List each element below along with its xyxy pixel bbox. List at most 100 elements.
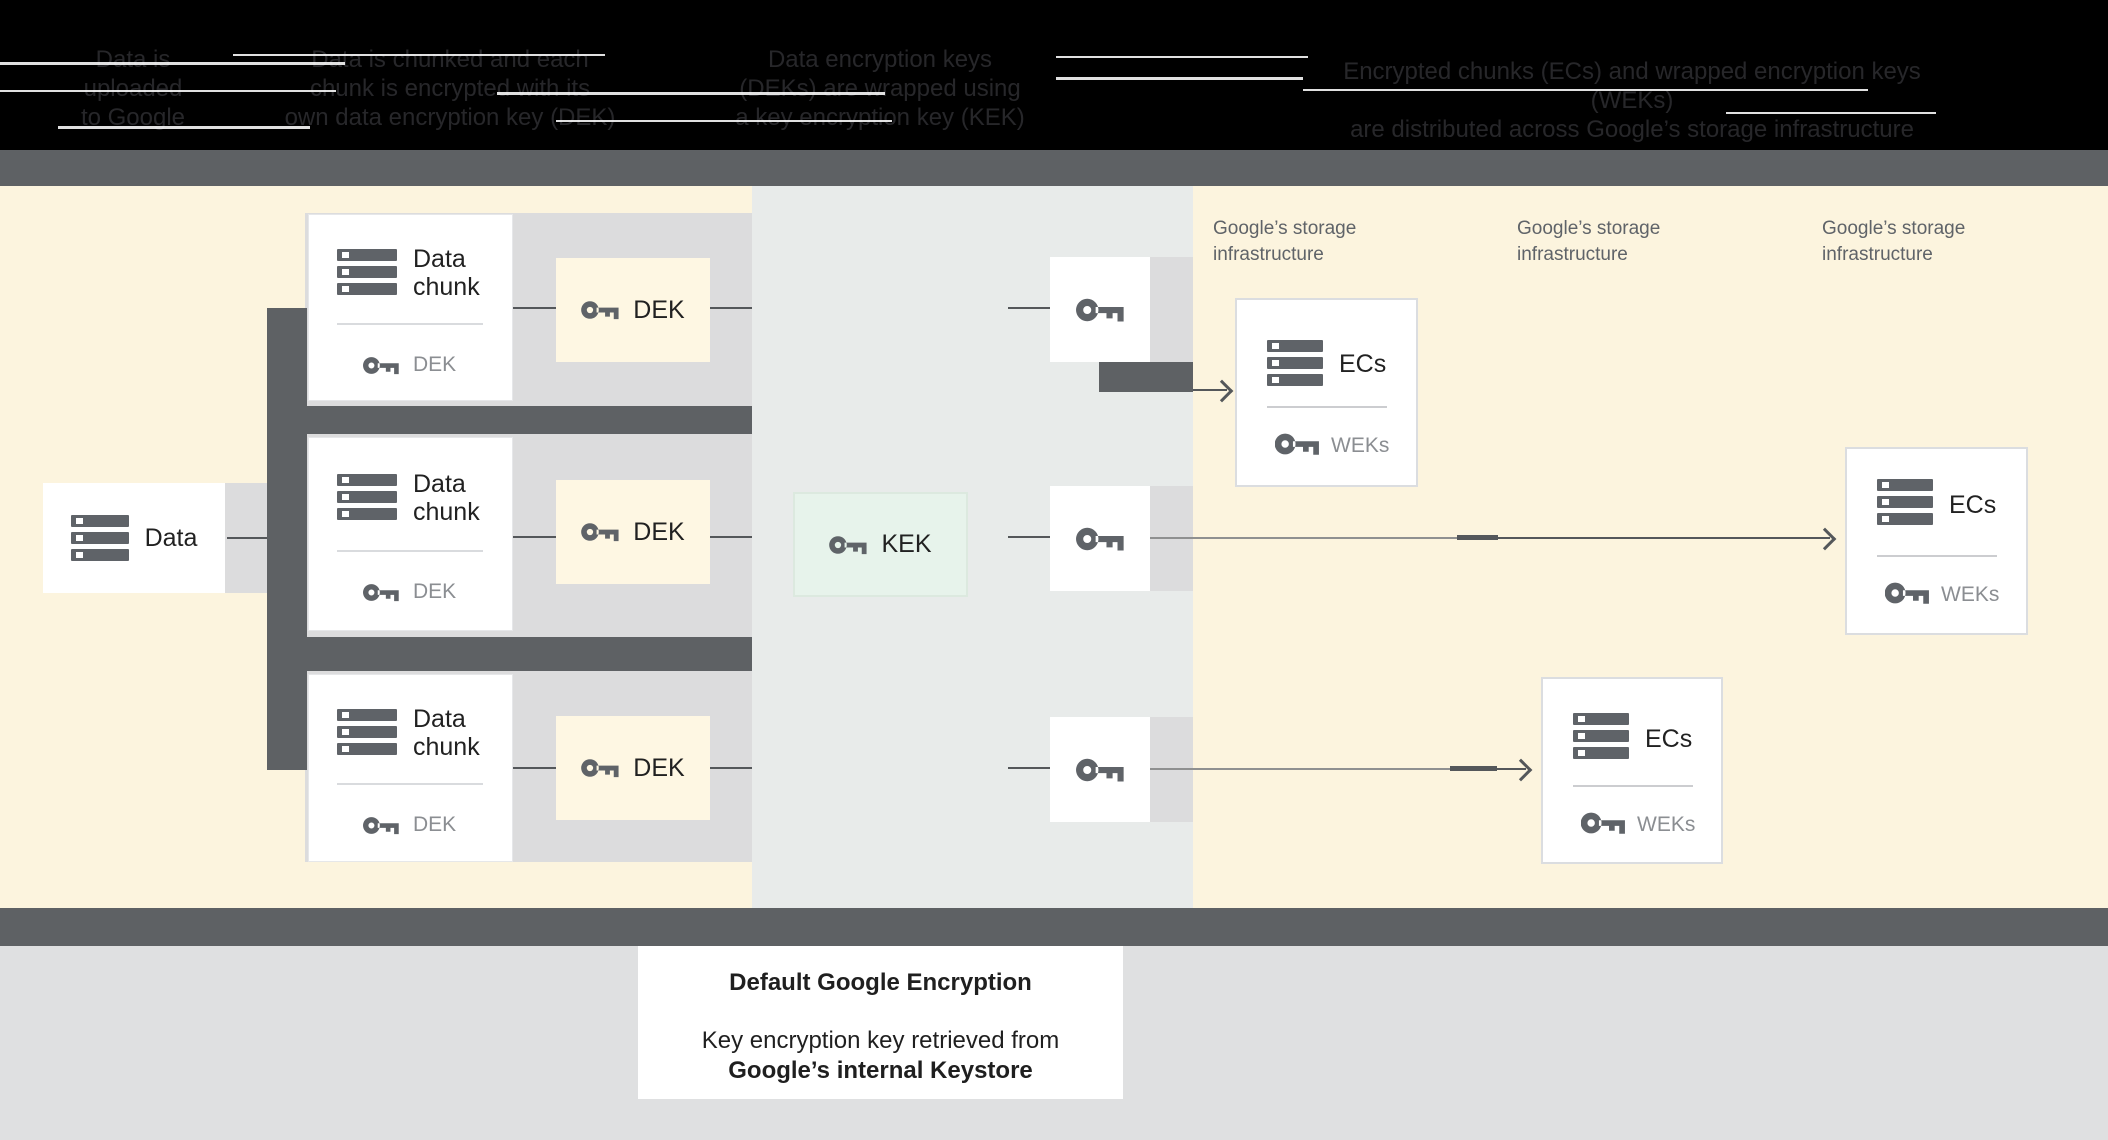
dek-box-1: DEK — [556, 258, 710, 362]
data-chunk-box-2: Data chunk DEK — [308, 437, 513, 631]
box-divider — [337, 783, 483, 785]
redaction-streak — [0, 62, 345, 65]
redacted-header: Data is uploaded to Google Data is chunk… — [0, 0, 2108, 150]
vertical-connector-band — [267, 308, 307, 770]
dek-box-3: DEK — [556, 716, 710, 820]
line-chunk2-dek2 — [513, 536, 556, 538]
caption-line: own data encryption key (DEK) — [284, 104, 616, 131]
line-chunk3-dek3 — [513, 767, 556, 769]
data-chunk-label: Data chunk — [413, 245, 480, 301]
arrow-line-to-ecs3-b — [1497, 768, 1526, 770]
kek-box: KEK — [793, 492, 968, 597]
caption-line: Data is chunked and each — [311, 46, 589, 73]
bottom-separator-bar — [0, 908, 2108, 946]
arrow-thick-segment-row2 — [1457, 535, 1498, 540]
key-icon — [1076, 758, 1124, 782]
dek-small-label: DEK — [413, 580, 457, 603]
arrow-line-to-ecs3-a — [1150, 768, 1450, 770]
box-divider — [1267, 406, 1387, 408]
arrow-line-to-ecs2-a — [1150, 537, 1457, 539]
caption-chunking: Data is chunked and each chunk is encryp… — [280, 45, 620, 132]
caption-distribution: Encrypted chunks (ECs) and wrapped encry… — [1302, 57, 1962, 144]
key-icon — [1076, 527, 1124, 551]
data-chunk-label: Data chunk — [413, 705, 480, 761]
redaction-streak — [556, 120, 892, 122]
dek-box-label: DEK — [633, 517, 685, 546]
top-separator-bar — [0, 150, 2108, 186]
footer-caption-box: Default Google Encryption Key encryption… — [638, 946, 1123, 1099]
arrow-thick-segment-row3 — [1450, 766, 1497, 771]
caption-line: Encrypted chunks (ECs) and wrapped encry… — [1343, 58, 1921, 114]
redaction-streak — [497, 92, 885, 95]
box-divider — [1877, 555, 1997, 557]
ecs-label: ECs — [1949, 491, 1997, 519]
dek-small-label: DEK — [413, 353, 457, 376]
database-icon — [337, 709, 397, 755]
horizontal-connector-band-2 — [305, 637, 752, 671]
wrap-key-box-3 — [1050, 717, 1150, 822]
key-icon — [581, 523, 619, 542]
arrow-line-to-ecs1 — [1193, 389, 1227, 391]
ecs-box-3: ECs WEKs — [1541, 677, 1723, 864]
ecs-label: ECs — [1339, 350, 1387, 378]
wrap-key-box-1 — [1050, 257, 1150, 362]
key-icon — [581, 759, 619, 778]
key-icon — [363, 357, 399, 375]
caption-line: are distributed across Google’s storage … — [1350, 116, 1914, 143]
redaction-streak — [0, 90, 336, 92]
key-icon — [581, 301, 619, 320]
weks-label: WEKs — [1637, 813, 1696, 836]
key-icon — [363, 584, 399, 602]
redaction-streak — [58, 126, 310, 129]
database-icon — [1267, 340, 1323, 386]
ecs-box-1: ECs WEKs — [1235, 298, 1418, 487]
redaction-streak — [1056, 56, 1308, 58]
line-data-to-band — [227, 537, 267, 539]
data-box-label: Data — [144, 523, 198, 552]
key-icon — [1581, 812, 1625, 834]
dek-box-label: DEK — [633, 753, 685, 782]
caption-line: a key encryption key (KEK) — [735, 104, 1025, 131]
line-into-keybox1 — [1008, 307, 1050, 309]
keybox1-gray-strip — [1150, 257, 1193, 362]
footer-line-1: Key encryption key retrieved from — [701, 1027, 1060, 1054]
database-icon — [70, 515, 129, 561]
dek-box-label: DEK — [633, 295, 685, 324]
footer-title: Default Google Encryption — [729, 969, 1032, 996]
weks-label: WEKs — [1331, 434, 1390, 457]
database-icon — [337, 249, 397, 295]
key-icon — [1885, 582, 1929, 604]
weks-label: WEKs — [1941, 583, 2000, 606]
key-icon — [1076, 298, 1124, 322]
caption-line: uploaded — [83, 75, 183, 102]
key-icon — [1275, 433, 1319, 455]
ecs-box-2: ECs WEKs — [1845, 447, 2028, 635]
line-dek1-column — [710, 307, 752, 309]
arrow-line-to-ecs2-b — [1498, 537, 1830, 539]
line-chunk1-dek1 — [513, 307, 556, 309]
dek-box-2: DEK — [556, 480, 710, 584]
kek-box-label: KEK — [881, 530, 932, 558]
line-into-keybox3 — [1008, 767, 1050, 769]
database-icon — [1877, 479, 1933, 525]
redaction-streak — [1056, 77, 1303, 80]
line-dek3-column — [710, 767, 752, 769]
key-icon — [363, 817, 399, 835]
box-divider — [337, 323, 483, 325]
key-icon — [829, 535, 868, 554]
caption-line: (DEKs) are wrapped using — [739, 75, 1021, 102]
footer-line-2: Google’s internal Keystore — [728, 1057, 1033, 1084]
storage-infrastructure-label-3: Google’s storage infrastructure — [1822, 218, 1966, 265]
caption-wrapping: Data encryption keys (DEKs) are wrapped … — [710, 45, 1050, 132]
horizontal-connector-band-1 — [305, 406, 752, 434]
data-chunk-box-1: Data chunk DEK — [308, 214, 513, 401]
line-dek2-column — [710, 536, 752, 538]
box-divider — [1573, 785, 1693, 787]
redaction-streak — [1303, 89, 1868, 91]
redaction-streak — [233, 54, 605, 56]
caption-line: Data encryption keys — [767, 46, 993, 73]
wrap-key-box-2 — [1050, 486, 1150, 591]
box-divider — [337, 550, 483, 552]
data-chunk-box-3: Data chunk DEK — [308, 674, 513, 862]
